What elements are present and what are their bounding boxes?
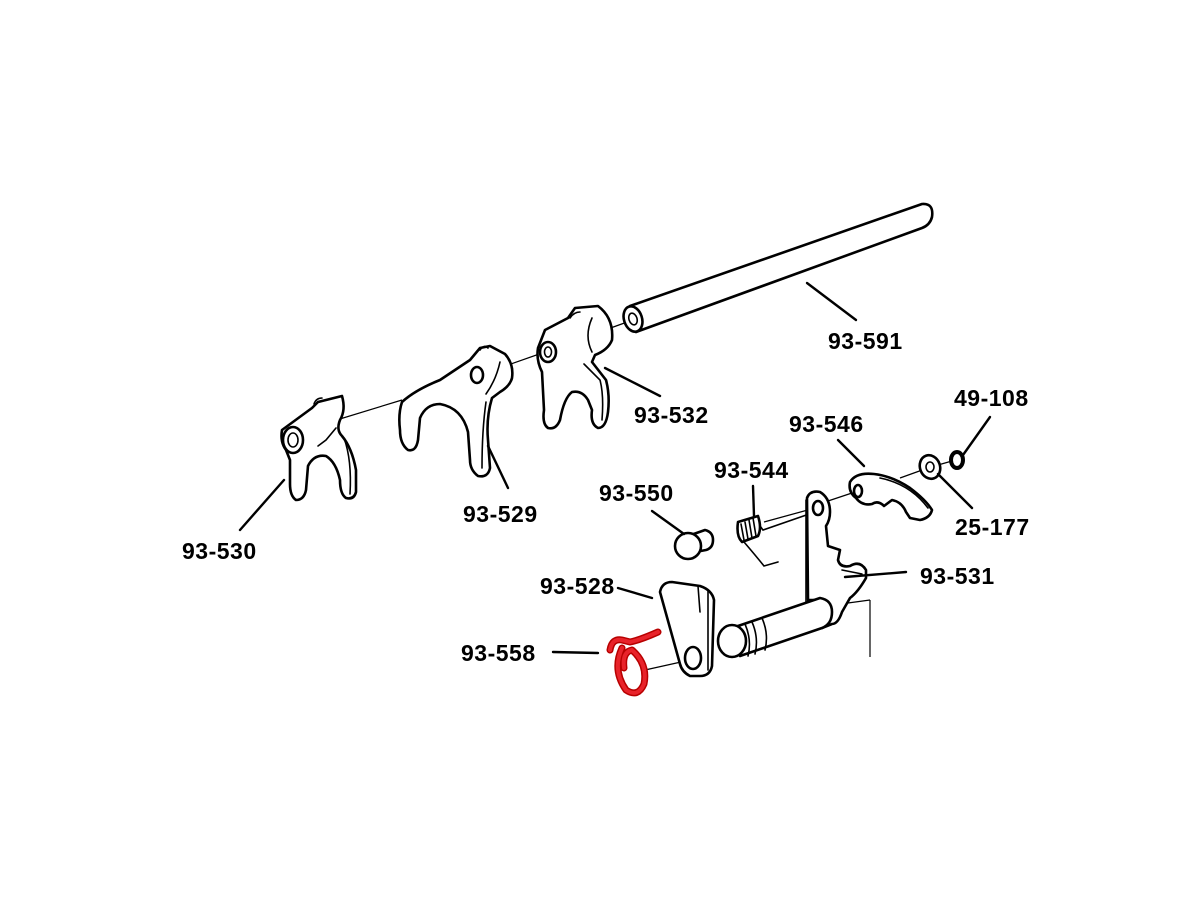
- label-25-177: 25-177: [955, 514, 1030, 540]
- label-93-528: 93-528: [540, 573, 615, 599]
- part-93-532-fork[interactable]: [536, 304, 614, 430]
- part-93-591-rod[interactable]: [620, 202, 934, 334]
- label-93-546: 93-546: [789, 411, 864, 437]
- part-93-530-fork[interactable]: [280, 394, 358, 502]
- part-93-529-fork[interactable]: [398, 344, 514, 478]
- label-93-558: 93-558: [461, 640, 536, 666]
- part-93-528-plate[interactable]: [658, 580, 716, 678]
- part-25-177-washer[interactable]: [916, 452, 943, 481]
- label-93-544: 93-544: [714, 457, 789, 483]
- leader-lines: [238, 281, 992, 655]
- label-93-532: 93-532: [634, 402, 709, 428]
- part-93-531-shaft[interactable]: [716, 596, 834, 659]
- part-93-550-plunger[interactable]: [673, 528, 715, 561]
- part-93-531-lever[interactable]: [805, 490, 868, 630]
- label-93-550: 93-550: [599, 480, 674, 506]
- part-93-546-detent[interactable]: [848, 472, 934, 522]
- label-93-591: 93-591: [828, 328, 903, 354]
- label-93-531: 93-531: [920, 563, 995, 589]
- part-93-544-spring[interactable]: [736, 511, 816, 567]
- label-49-108: 49-108: [954, 385, 1029, 411]
- part-49-108-oring[interactable]: [949, 450, 965, 470]
- label-93-530: 93-530: [182, 538, 257, 564]
- part-93-558-torsion-spring[interactable]: [606, 628, 662, 697]
- label-93-529: 93-529: [463, 501, 538, 527]
